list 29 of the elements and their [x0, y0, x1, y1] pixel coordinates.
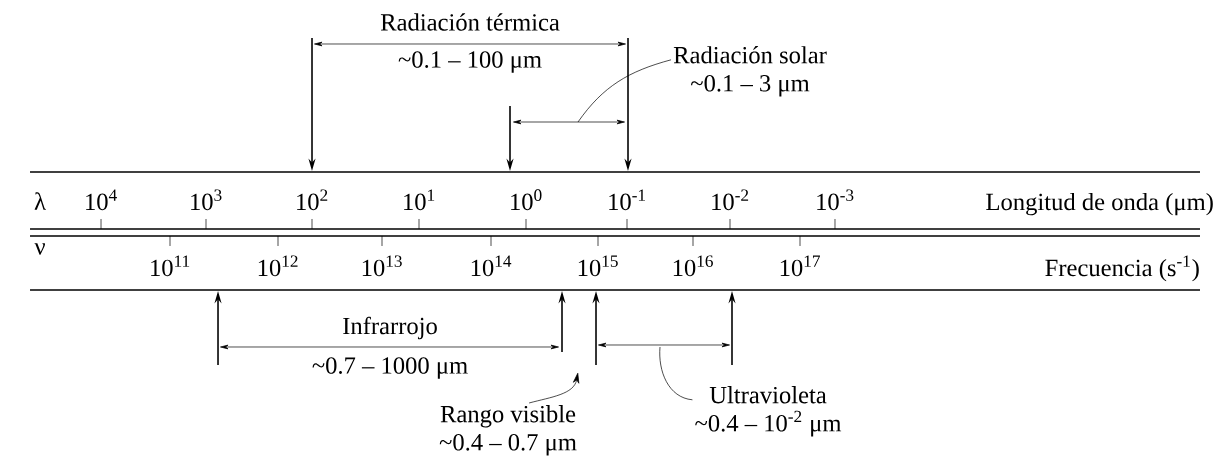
- tick-label: 10$^{13}$: [362, 255, 402, 277]
- tick-label: 10$^{11}$: [151, 255, 190, 277]
- axis-title: Frecuencia (s$^{-1}$): [1045, 255, 1199, 282]
- tick-label: 10$^{-3}$: [817, 189, 854, 211]
- tick-label: 10$^{-1}$: [609, 189, 645, 211]
- tick-label: 10$^{14}$: [471, 255, 512, 277]
- axis-title: Longitud de onda (μm): [986, 192, 1213, 216]
- tick-label: 10$^{-2}$: [712, 189, 749, 211]
- leader-line: [577, 59, 672, 123]
- tick-label: 10$^{16}$: [673, 255, 713, 277]
- tick-label: 10$^{1}$: [404, 189, 435, 211]
- tick-label: 10$^{3}$: [191, 189, 222, 211]
- tick-label: 10$^{4}$: [86, 189, 117, 211]
- range-title: Radiación térmica: [380, 13, 560, 31]
- axis-symbol: λ: [34, 192, 46, 210]
- range-value: ~0.7 – 1000 μm: [312, 357, 468, 379]
- range-caption: Rango visible ~0.4 – 0.7 μm: [439, 405, 577, 456]
- leader-line: [659, 346, 693, 401]
- leader-line: [528, 372, 580, 404]
- tick-label: 10$^{17}$: [780, 255, 820, 277]
- tick-label: 10$^{0}$: [511, 189, 542, 211]
- range-title: Infrarrojo: [343, 316, 437, 340]
- range-caption: Radiación solar ~0.1 – 3 μm: [673, 46, 827, 97]
- range-caption: Ultravioleta ~0.4 – 10$^{-2}$ μm: [695, 386, 842, 437]
- axis-symbol: ν: [34, 243, 45, 255]
- range-value: ~0.1 – 100 μm: [398, 51, 542, 73]
- tick-label: 10$^{12}$: [258, 255, 298, 277]
- tick-label: 10$^{2}$: [297, 189, 328, 211]
- tick-label: 10$^{15}$: [578, 255, 618, 277]
